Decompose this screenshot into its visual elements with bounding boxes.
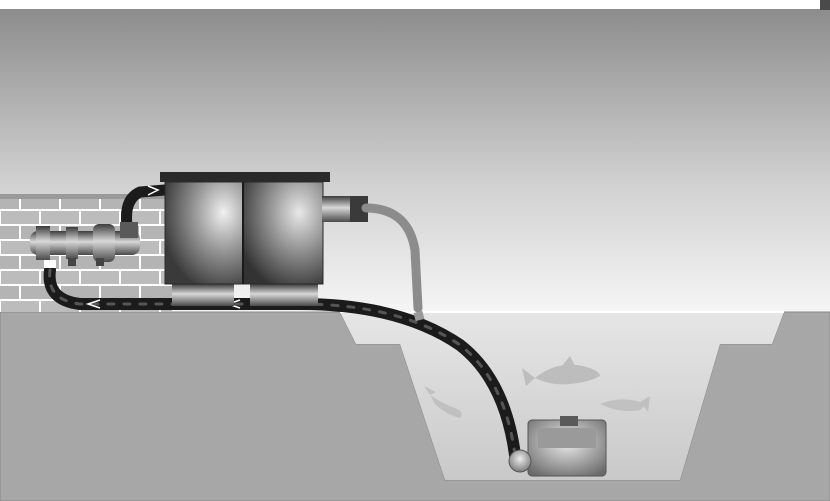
top-right-edge	[820, 0, 830, 10]
filter-foot-right	[250, 284, 318, 306]
top-strip	[0, 0, 830, 9]
filter-foot-left	[172, 284, 234, 306]
pond-filter-box	[160, 172, 330, 284]
grey-hose-underwater	[418, 312, 420, 320]
